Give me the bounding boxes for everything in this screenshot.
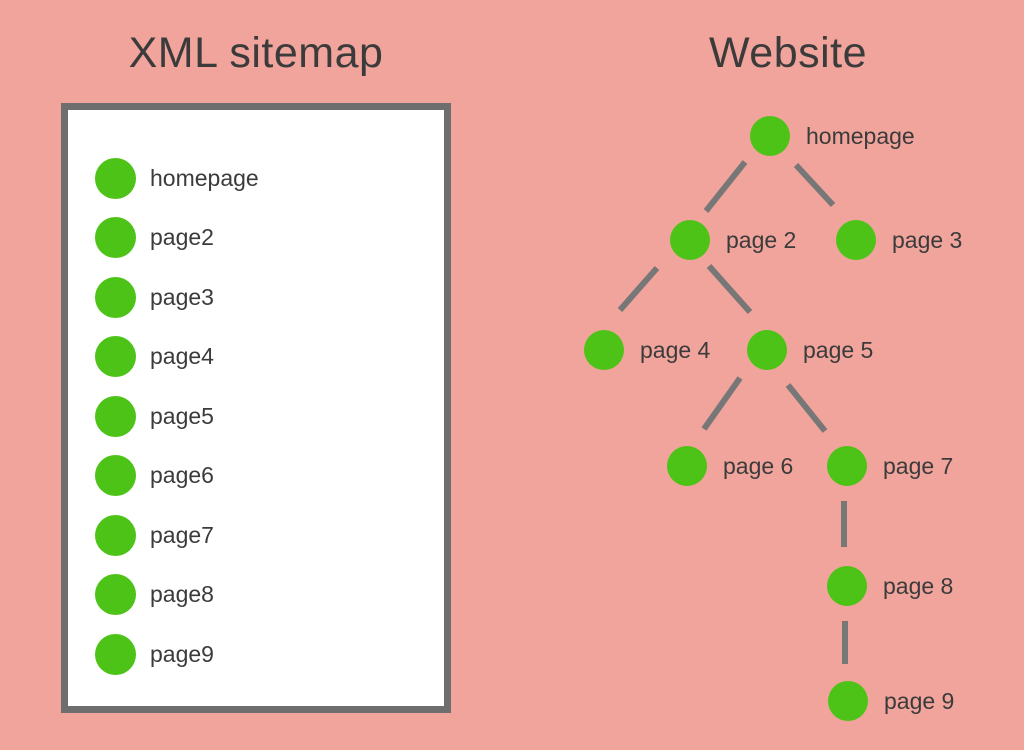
page-bullet-icon [95, 217, 136, 258]
sitemap-list-item: homepage [95, 157, 259, 199]
sitemap-page-label: page5 [150, 402, 214, 429]
tree-edge [617, 266, 660, 312]
tree-node-label: page 5 [803, 337, 873, 363]
page-bullet-icon [95, 633, 136, 675]
tree-node-label: page 4 [640, 337, 711, 363]
tree-node-circle [584, 330, 624, 370]
tree-edge [706, 264, 753, 314]
website-title: Website [708, 29, 868, 77]
sitemap-page-label: page2 [150, 224, 214, 250]
sitemap-page-label: homepage [150, 164, 259, 191]
tree-node-label: homepage [806, 123, 915, 149]
sitemap-list-item: page5 [95, 395, 214, 437]
tree-node-label: page 2 [726, 227, 796, 253]
tree-node-circle [828, 681, 868, 721]
xml-sitemap-box: homepage page2 page3 page4 page5 page6 page7 pa… [61, 103, 451, 713]
tree-node-label: page 8 [883, 573, 953, 599]
sitemap-page-label: page8 [150, 581, 214, 607]
page-bullet-icon [95, 574, 136, 615]
tree-node-circle [836, 220, 876, 260]
sitemap-page-label: page3 [150, 283, 214, 310]
sitemap-list-item: page7 [95, 514, 214, 556]
sitemap-list-item: page6 [95, 455, 214, 497]
tree-node-circle [747, 330, 787, 370]
sitemap-list: homepage page2 page3 page4 page5 page6 page7 pa… [68, 110, 444, 706]
tree-node-label: page 3 [892, 227, 962, 253]
sitemap-list-item: page2 [95, 217, 214, 259]
sitemap-list-item: page3 [95, 276, 214, 318]
sitemap-list-item: page4 [95, 336, 214, 378]
tree-node-circle [670, 220, 710, 260]
sitemap-page-label: page4 [150, 343, 214, 369]
tree-node-circle [827, 446, 867, 486]
sitemap-list-item: page8 [95, 574, 214, 616]
page-bullet-icon [95, 395, 136, 437]
xml-sitemap-title: XML sitemap [128, 29, 384, 77]
tree-node-circle [750, 116, 790, 156]
tree-node-label: page 6 [723, 453, 793, 479]
tree-node-label: page 7 [883, 453, 953, 479]
sitemap-page-label: page9 [150, 640, 214, 667]
page-bullet-icon [95, 336, 136, 377]
page-bullet-icon [95, 514, 136, 556]
page-bullet-icon [95, 276, 136, 318]
tree-edge [701, 376, 743, 431]
tree-edge [793, 162, 836, 208]
page-bullet-icon [95, 455, 136, 496]
tree-node-circle [667, 446, 707, 486]
sitemap-list-item: page9 [95, 633, 214, 675]
tree-node-circle [827, 566, 867, 606]
tree-node-label: page 9 [884, 688, 954, 714]
page-bullet-icon [95, 157, 136, 199]
tree-edge [703, 160, 748, 213]
sitemap-page-label: page7 [150, 521, 214, 548]
tree-edge [785, 383, 828, 433]
sitemap-page-label: page6 [150, 462, 214, 488]
